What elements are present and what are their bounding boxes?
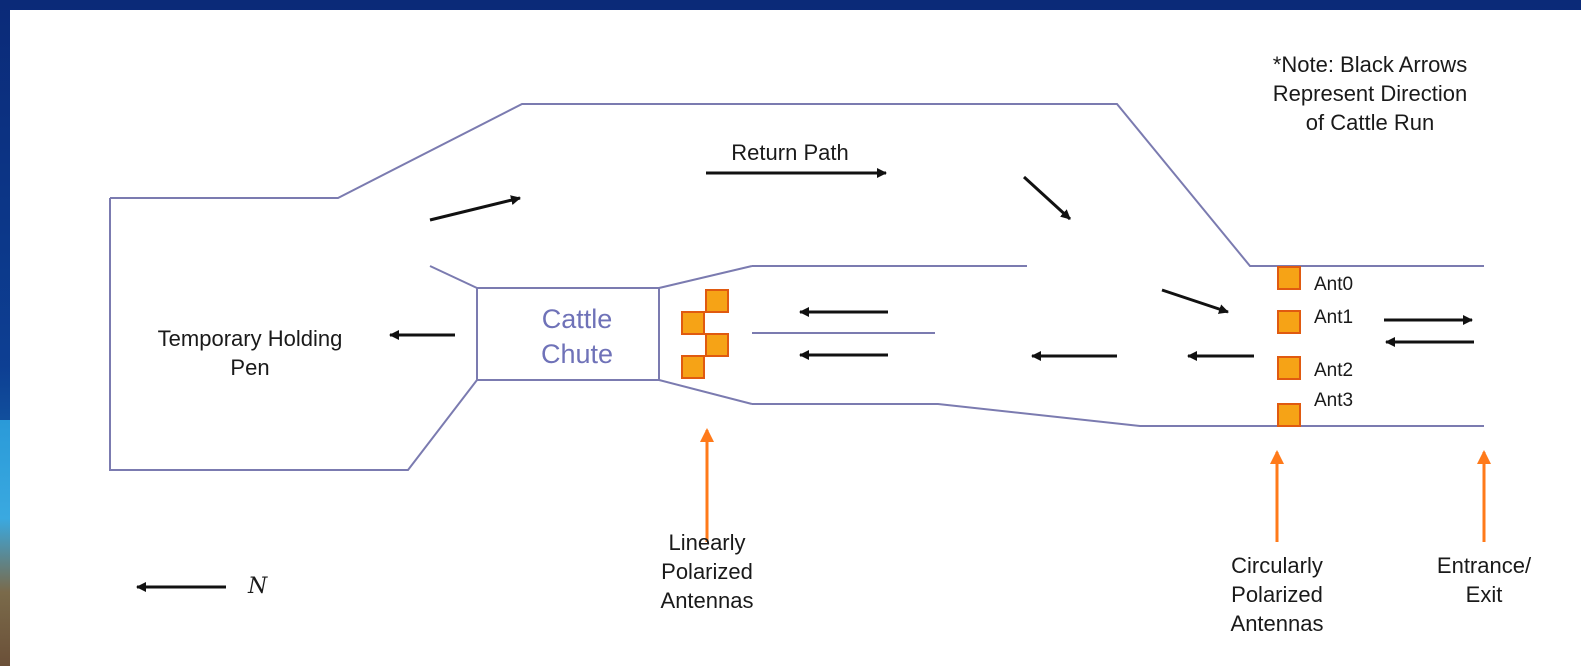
direction-arrow (1022, 175, 1072, 221)
entrance-exit-label: Entrance/ Exit (1436, 553, 1532, 607)
ant1-label: Ant1 (1314, 307, 1354, 328)
linear-antenna-square (705, 333, 729, 357)
pen-inner-upper (429, 265, 478, 289)
direction-arrow (429, 195, 521, 222)
circular-antennas-label: Circularly Polarized Antennas (1230, 553, 1324, 636)
ant3-label: Ant3 (1314, 390, 1354, 411)
linear-antennas-label: Linearly Polarized Antennas (660, 530, 754, 613)
ant2-label: Ant2 (1314, 360, 1354, 381)
linear-antenna-square (681, 355, 705, 379)
funnel-upper (658, 265, 753, 289)
funnel-lower (658, 379, 753, 405)
cattle-chute-label: Cattle Chute (540, 304, 614, 369)
ant2-square (1277, 356, 1301, 380)
ant3-square (1277, 403, 1301, 427)
diagram-panel: *Note: Black Arrows Represent Direction … (10, 10, 1581, 666)
note-text: *Note: Black Arrows Represent Direction … (1272, 52, 1468, 135)
alley-lower-wall (752, 403, 1484, 427)
cattle-chute-box (476, 287, 660, 381)
ant0-label: Ant0 (1314, 274, 1354, 295)
direction-arrow (1161, 288, 1229, 314)
return-path-label: Return Path (731, 140, 849, 165)
holding-pen-label: Temporary Holding Pen (157, 326, 343, 380)
cattle-run-diagram (109, 103, 1491, 592)
outer-boundary (109, 198, 478, 471)
north-label: N (248, 574, 268, 599)
ant1-square (1277, 310, 1301, 334)
ant0-square (1277, 266, 1301, 290)
linear-antenna-square (705, 289, 729, 313)
slide-accent-strip (0, 420, 10, 666)
linear-antenna-square (681, 311, 705, 335)
